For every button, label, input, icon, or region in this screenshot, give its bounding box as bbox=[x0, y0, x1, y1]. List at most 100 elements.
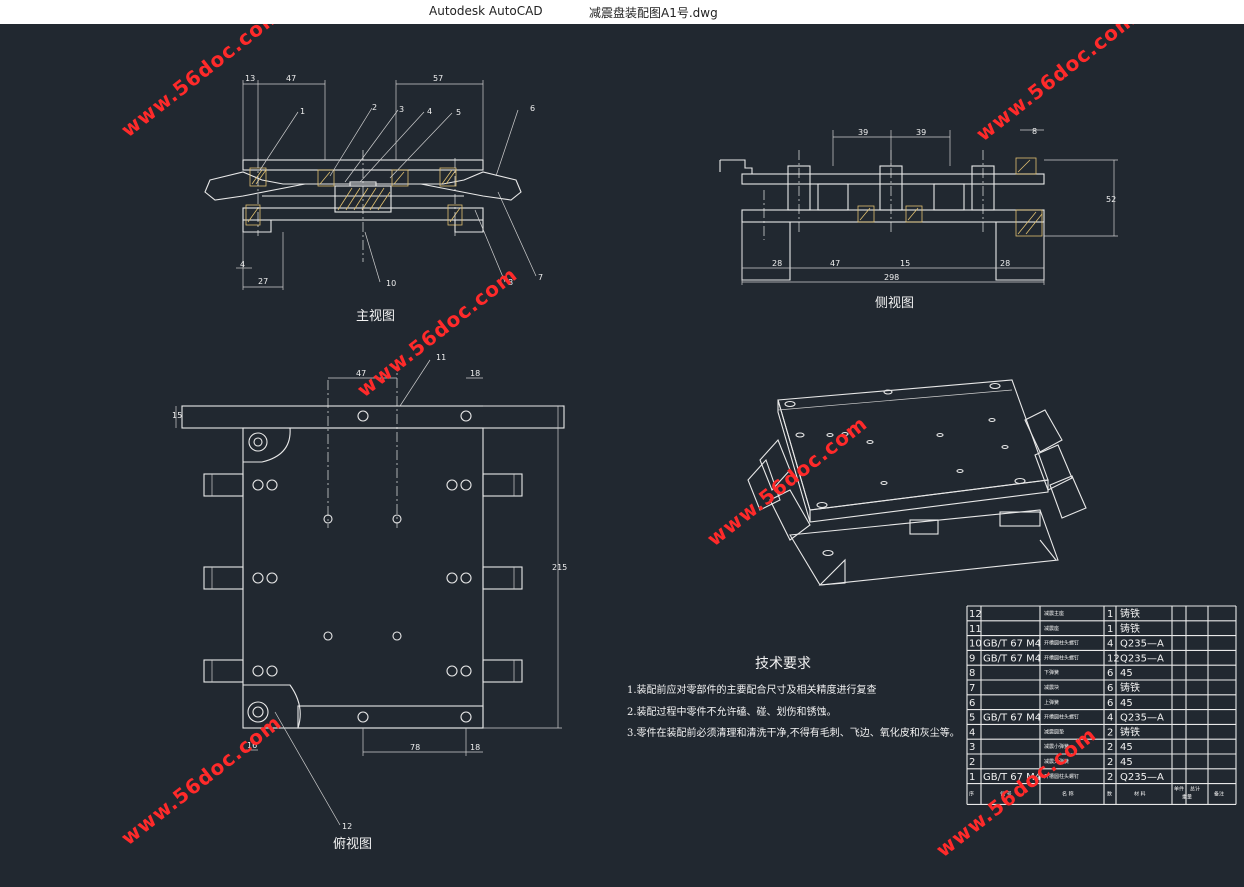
bom-row-name: 上弹簧 bbox=[1044, 699, 1059, 706]
isometric-view bbox=[747, 379, 1087, 586]
tech-title: 技术要求 bbox=[755, 656, 811, 672]
bom-row-name: 减震块 bbox=[1044, 684, 1059, 691]
bom-row-qty: 4 bbox=[1107, 639, 1113, 650]
bom-header-code: 代 号 bbox=[1000, 791, 1012, 798]
bom-row-qty: 6 bbox=[1107, 668, 1113, 679]
dim-top-g: 18 bbox=[470, 743, 480, 752]
bom-header-note: 备注 bbox=[1214, 791, 1224, 798]
top-view: 47 18 15 215 16 78 18 11 12 俯视图 bbox=[172, 353, 567, 852]
balloon-2: 2 bbox=[372, 103, 377, 112]
bom-row-name: 减震主座 bbox=[1044, 610, 1064, 617]
bom-row-material: Q235—A bbox=[1120, 653, 1164, 664]
dim-top-b: 18 bbox=[470, 369, 480, 378]
watermark-2: www.56doc.com bbox=[971, 24, 1141, 146]
bom-row-no: 2 bbox=[969, 757, 975, 768]
balloon-4: 4 bbox=[427, 107, 432, 116]
bom-row-qty: 2 bbox=[1107, 727, 1113, 738]
dim-front-e: 27 bbox=[258, 277, 268, 286]
dim-side-d: 52 bbox=[1106, 195, 1116, 204]
bom-header-name: 名 称 bbox=[1062, 791, 1074, 798]
bom-row-qty: 2 bbox=[1107, 772, 1113, 783]
bom-row-name: 减震大弹簧 bbox=[1044, 758, 1069, 765]
bom-header-weight: 重量 bbox=[1182, 794, 1192, 801]
bom-row-no: 1 bbox=[969, 772, 975, 783]
dim-top-e: 16 bbox=[247, 741, 257, 750]
balloon-6: 6 bbox=[530, 104, 535, 113]
bom-row-material: 45 bbox=[1120, 668, 1133, 679]
bom-row-code: GB/T 67 M4 bbox=[983, 713, 1041, 724]
dim-side-g: 15 bbox=[900, 259, 910, 268]
bom-row-no: 5 bbox=[969, 713, 975, 724]
bom-row-material: 铸铁 bbox=[1120, 725, 1140, 738]
dim-side-e: 28 bbox=[772, 259, 782, 268]
watermark-1: www.56doc.com bbox=[116, 24, 286, 142]
bom-row-name: 开槽圆柱头螺钉 bbox=[1044, 654, 1079, 661]
balloon-1: 1 bbox=[300, 107, 305, 116]
bom-row-no: 8 bbox=[969, 668, 975, 679]
bom-header-no: 序 bbox=[969, 791, 974, 798]
watermark-3: www.56doc.com bbox=[352, 262, 522, 402]
drawing-svg[interactable]: 13 47 57 4 27 1 2 3 4 5 6 7 8 10 主视图 bbox=[0, 24, 1244, 887]
bom-row-name: 下弹簧 bbox=[1044, 669, 1059, 676]
bom-row-no: 9 bbox=[969, 653, 975, 664]
caption-top-view: 俯视图 bbox=[333, 836, 372, 852]
dim-top-d: 215 bbox=[552, 563, 567, 572]
drawing-canvas[interactable]: 13 47 57 4 27 1 2 3 4 5 6 7 8 10 主视图 bbox=[0, 24, 1244, 887]
file-title: 减震盘装配图A1号.dwg bbox=[589, 6, 718, 20]
dim-side-h: 28 bbox=[1000, 259, 1010, 268]
bom-row-no: 12 bbox=[969, 609, 982, 620]
dim-front-b: 47 bbox=[286, 74, 296, 83]
bom-row-no: 3 bbox=[969, 742, 975, 753]
dim-side-a: 39 bbox=[858, 128, 868, 137]
bom-row-qty: 6 bbox=[1107, 683, 1113, 694]
bom-row-no: 10 bbox=[969, 639, 982, 650]
dim-top-a: 47 bbox=[356, 369, 366, 378]
bom-row-qty: 6 bbox=[1107, 698, 1113, 709]
tech-item-3: 3.零件在装配前必须清理和清洗干净,不得有毛刺、飞边、氧化皮和灰尘等。 bbox=[627, 726, 960, 739]
dim-front-a: 13 bbox=[245, 74, 255, 83]
bom-row-name: 减震座 bbox=[1044, 625, 1059, 632]
bom-row-no: 4 bbox=[969, 727, 975, 738]
bom-header-material: 材 料 bbox=[1134, 791, 1146, 798]
front-view: 13 47 57 4 27 1 2 3 4 5 6 7 8 10 主视图 bbox=[204, 74, 543, 324]
side-view: 39 39 8 52 28 47 15 28 298 侧视图 bbox=[719, 127, 1118, 311]
tech-item-2: 2.装配过程中零件不允许磕、碰、划伤和锈蚀。 bbox=[627, 705, 837, 718]
balloon-3: 3 bbox=[399, 105, 404, 114]
bom-header-qty: 数 bbox=[1107, 791, 1112, 798]
bom-row-material: Q235—A bbox=[1120, 713, 1164, 724]
bom-row-qty: 1 bbox=[1107, 624, 1113, 635]
caption-side-view: 侧视图 bbox=[875, 296, 914, 311]
bom-row-material: Q235—A bbox=[1120, 639, 1164, 650]
bom-row-qty: 1 bbox=[1107, 609, 1113, 620]
balloon-12: 12 bbox=[342, 822, 352, 831]
bom-row-material: 45 bbox=[1120, 742, 1133, 753]
bom-row-code: GB/T 67 M4 bbox=[983, 639, 1041, 650]
bom-header-single: 单件 bbox=[1174, 786, 1184, 793]
dim-side-i: 298 bbox=[884, 273, 899, 282]
bom-header-total: 总计 bbox=[1190, 786, 1200, 793]
dim-side-f: 47 bbox=[830, 259, 840, 268]
caption-front-view: 主视图 bbox=[356, 309, 395, 324]
bom-row-no: 7 bbox=[969, 683, 975, 694]
bom-row-no: 6 bbox=[969, 698, 975, 709]
bom-row-qty: 2 bbox=[1107, 742, 1113, 753]
bom-row-material: 45 bbox=[1120, 757, 1133, 768]
bom-row-material: 铸铁 bbox=[1120, 622, 1140, 635]
bom-row-material: Q235—A bbox=[1120, 772, 1164, 783]
dim-front-c: 57 bbox=[433, 74, 443, 83]
dim-top-f: 78 bbox=[410, 743, 420, 752]
title-bar: Autodesk AutoCAD 减震盘装配图A1号.dwg bbox=[0, 0, 1244, 25]
balloon-7: 7 bbox=[538, 273, 543, 282]
bom-row-name: 开槽圆柱头螺钉 bbox=[1044, 714, 1079, 721]
watermark-6: www.56doc.com bbox=[931, 722, 1101, 862]
bom-row-name: 减震小弹簧 bbox=[1044, 743, 1069, 750]
balloon-8: 8 bbox=[508, 278, 513, 287]
bom-row-name: 减震圆垫 bbox=[1044, 728, 1064, 735]
dim-front-d: 4 bbox=[240, 260, 245, 269]
bom-row-material: 铸铁 bbox=[1120, 681, 1140, 694]
bom-row-name: 开槽圆柱头螺钉 bbox=[1044, 640, 1079, 647]
bom-row-material: 铸铁 bbox=[1120, 607, 1140, 620]
bom-row-material: 45 bbox=[1120, 698, 1133, 709]
bom-row-qty: 12 bbox=[1107, 653, 1120, 664]
